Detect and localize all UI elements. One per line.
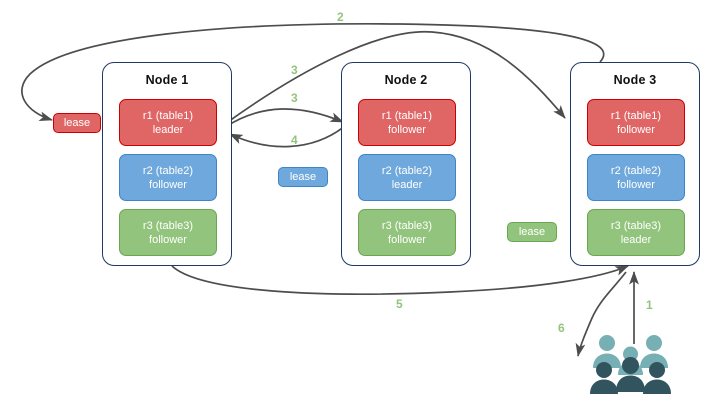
step-label-1: 1: [646, 298, 653, 312]
node-title: Node 3: [613, 73, 657, 87]
clients-people-icon: [590, 335, 671, 394]
replica-r2[interactable]: r2 (table2) follower: [119, 154, 217, 201]
replica-name: r2 (table2): [610, 164, 662, 177]
replica-name: r2 (table2): [381, 164, 433, 177]
step-label-2: 2: [337, 10, 344, 24]
step-label-5: 5: [396, 297, 403, 311]
step-label-6: 6: [558, 321, 565, 335]
lease-badge-green[interactable]: lease: [507, 222, 557, 242]
replica-r1[interactable]: r1 (table1) follower: [587, 99, 685, 146]
edge-5: [171, 265, 629, 295]
replica-role: follower: [149, 178, 187, 191]
replica-name: r2 (table2): [142, 164, 194, 177]
replica-r2[interactable]: r2 (table2) follower: [587, 154, 685, 201]
edge-3-node1-node2: [226, 108, 344, 127]
step-label-3-b: 3: [291, 91, 298, 105]
replica-name: r3 (table3): [381, 219, 433, 232]
replica-role: leader: [620, 233, 652, 246]
lease-badge-blue[interactable]: lease: [278, 167, 328, 187]
edge-4-node2-node1: [229, 125, 346, 148]
lease-badge-red[interactable]: lease: [53, 113, 101, 133]
node-container-2[interactable]: Node 2 r1 (table1) follower r2 (table2) …: [341, 62, 471, 266]
replica-role: leader: [152, 123, 184, 136]
replica-r2[interactable]: r2 (table2) leader: [358, 154, 456, 201]
replica-r1[interactable]: r1 (table1) follower: [358, 99, 456, 146]
replica-role: leader: [391, 178, 423, 191]
node-title: Node 2: [384, 73, 428, 87]
replica-role: follower: [388, 233, 426, 246]
replica-role: follower: [617, 123, 655, 136]
replica-r1[interactable]: r1 (table1) leader: [119, 99, 217, 146]
replica-name: r1 (table1): [142, 109, 194, 122]
replica-role: follower: [617, 178, 655, 191]
replica-role: follower: [388, 123, 426, 136]
step-label-3-a: 3: [291, 63, 298, 77]
replica-name: r1 (table1): [381, 109, 433, 122]
replica-name: r1 (table1): [610, 109, 662, 122]
replica-r3[interactable]: r3 (table3) leader: [587, 209, 685, 256]
replica-name: r3 (table3): [142, 219, 194, 232]
replica-r3[interactable]: r3 (table3) follower: [119, 209, 217, 256]
node-container-3[interactable]: Node 3 r1 (table1) follower r2 (table2) …: [570, 62, 700, 266]
node-title: Node 1: [145, 73, 189, 87]
replica-role: follower: [149, 233, 187, 246]
replica-r3[interactable]: r3 (table3) follower: [358, 209, 456, 256]
step-label-4: 4: [291, 133, 298, 147]
node-container-1[interactable]: Node 1 r1 (table1) leader r2 (table2) fo…: [102, 62, 232, 266]
replica-name: r3 (table3): [610, 219, 662, 232]
